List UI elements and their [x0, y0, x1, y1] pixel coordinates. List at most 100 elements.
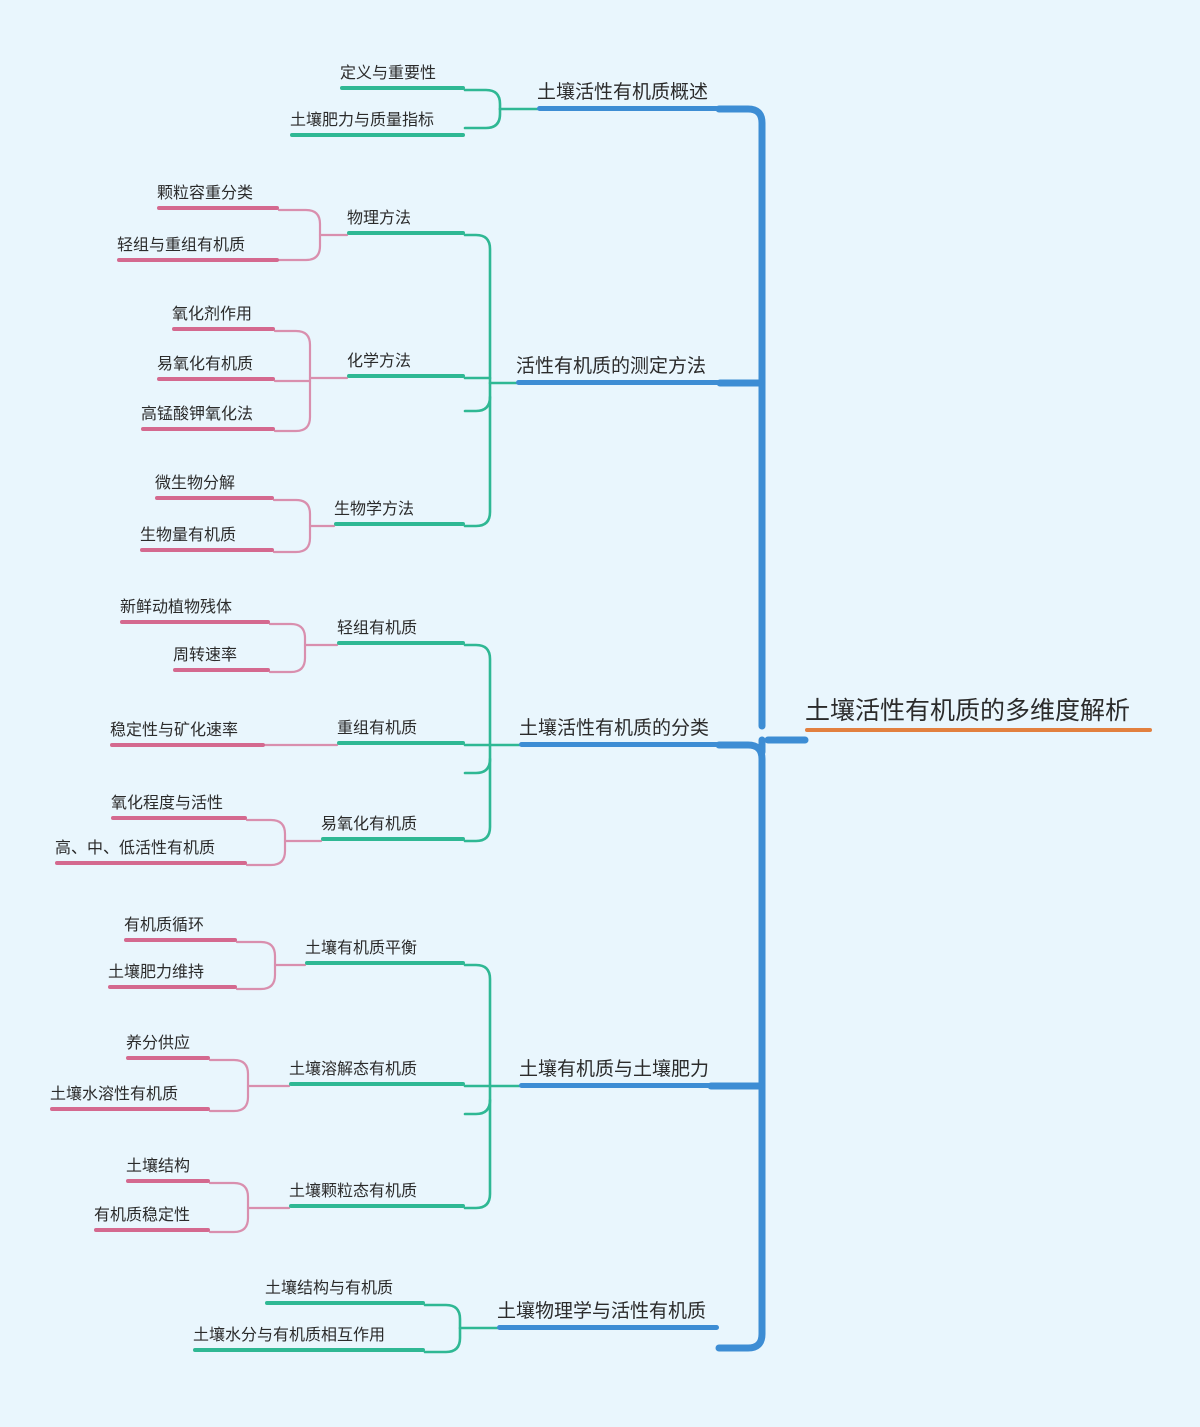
branch-1-child-0-leaf-0-label: 颗粒容重分类 [157, 185, 254, 202]
branch-3-child-2-leaf-0-label: 土壤结构 [126, 1158, 191, 1175]
branch-2-child-0-leaf-0-underline [120, 620, 270, 624]
link-b3-bracket2 [463, 1098, 492, 1210]
branch-3-child-0-underline [305, 961, 465, 965]
branch-2-child-1-label: 重组有机质 [337, 720, 418, 737]
branch-node-4-label: 土壤物理学与活性有机质 [497, 1301, 707, 1322]
link-b1-bracket [463, 233, 492, 413]
link-b2-bracket2 [463, 757, 492, 843]
branch-node-3[interactable]: 土壤有机质与土壤肥力 [519, 1060, 711, 1093]
branch-node-1-label: 活性有机质的测定方法 [516, 356, 707, 377]
branch-2-child-2-leaf-0-underline [111, 816, 247, 820]
branch-0-child-1-label: 土壤肥力与质量指标 [290, 112, 435, 129]
branch-1-child-0-leaf-0[interactable]: 颗粒容重分类 [157, 186, 279, 215]
branch-2-child-0-leaf-1-underline [173, 668, 270, 672]
branch-2-child-2-leaf-1[interactable]: 高、中、低活性有机质 [55, 841, 247, 870]
branch-2-child-1-leaf-0-underline [110, 743, 265, 747]
link-b2c2-bracket [245, 818, 287, 867]
branch-3-child-0[interactable]: 土壤有机质平衡 [305, 941, 465, 970]
link-spine-upper [715, 105, 766, 730]
branch-1-child-1[interactable]: 化学方法 [347, 354, 465, 383]
branch-1-child-0-leaf-1-label: 轻组与重组有机质 [117, 237, 246, 254]
branch-2-child-0-leaf-0[interactable]: 新鲜动植物残体 [120, 600, 270, 629]
branch-1-child-0-underline [347, 231, 465, 235]
branch-1-child-2[interactable]: 生物学方法 [334, 502, 465, 531]
branch-1-child-1-leaf-2[interactable]: 高锰酸钾氧化法 [141, 407, 275, 436]
branch-1-child-1-leaf-1-label: 易氧化有机质 [157, 356, 254, 373]
root-node-underline [805, 728, 1152, 732]
branch-node-0-label: 土壤活性有机质概述 [537, 82, 709, 103]
root-node[interactable]: 土壤活性有机质的多维度解析 [805, 699, 1152, 737]
branch-1-child-1-leaf-2-underline [141, 427, 275, 431]
branch-2-child-2[interactable]: 易氧化有机质 [321, 817, 465, 846]
branch-3-child-2-leaf-0-underline [126, 1179, 210, 1183]
branch-3-child-1-leaf-0-underline [126, 1056, 210, 1060]
branch-2-child-1-leaf-0[interactable]: 稳定性与矿化速率 [110, 723, 265, 752]
branch-3-child-2-leaf-1-label: 有机质稳定性 [94, 1207, 191, 1224]
branch-node-3-underline [519, 1083, 711, 1088]
branch-node-0-underline [537, 106, 719, 111]
branch-1-child-1-leaf-1-underline [157, 377, 275, 381]
branch-1-child-2-leaf-1[interactable]: 生物量有机质 [140, 528, 274, 557]
branch-1-child-2-leaf-0[interactable]: 微生物分解 [155, 476, 274, 505]
branch-node-2[interactable]: 土壤活性有机质的分类 [519, 719, 719, 752]
link-b3-bracket [463, 963, 492, 1116]
branch-3-child-0-leaf-1[interactable]: 土壤肥力维持 [108, 965, 237, 994]
root-node-label: 土壤活性有机质的多维度解析 [805, 697, 1131, 725]
branch-node-3-label: 土壤有机质与土壤肥力 [519, 1059, 710, 1080]
branch-4-child-0[interactable]: 土壤结构与有机质 [265, 1281, 425, 1310]
branch-1-child-2-leaf-1-underline [140, 548, 274, 552]
branch-2-child-2-leaf-0-label: 氧化程度与活性 [111, 795, 224, 812]
branch-3-child-1-leaf-1-label: 土壤水溶性有机质 [50, 1086, 179, 1103]
branch-3-child-1[interactable]: 土壤溶解态有机质 [289, 1062, 465, 1091]
branch-3-child-1-leaf-0[interactable]: 养分供应 [126, 1036, 210, 1065]
branch-node-4[interactable]: 土壤物理学与活性有机质 [497, 1302, 719, 1335]
branch-3-child-1-label: 土壤溶解态有机质 [289, 1061, 418, 1078]
branch-3-child-0-leaf-0-label: 有机质循环 [124, 917, 205, 934]
branch-1-child-1-leaf-0-label: 氧化剂作用 [172, 306, 253, 323]
branch-4-child-1[interactable]: 土壤水分与有机质相互作用 [193, 1328, 425, 1357]
branch-1-child-1-leaf-0-underline [172, 327, 275, 331]
branch-node-0[interactable]: 土壤活性有机质概述 [537, 83, 719, 116]
link-b3c2-bracket [208, 1181, 250, 1234]
branch-3-child-2-leaf-1-underline [94, 1228, 210, 1232]
branch-3-child-2-leaf-0[interactable]: 土壤结构 [126, 1159, 210, 1188]
branch-3-child-0-leaf-1-underline [108, 985, 237, 989]
branch-3-child-1-leaf-1-underline [50, 1107, 210, 1111]
branch-2-child-0[interactable]: 轻组有机质 [337, 621, 465, 650]
branch-node-2-label: 土壤活性有机质的分类 [519, 718, 710, 739]
branch-3-child-0-leaf-0-underline [124, 938, 237, 942]
branch-3-child-2-leaf-1[interactable]: 有机质稳定性 [94, 1208, 210, 1237]
branch-1-child-1-leaf-1[interactable]: 易氧化有机质 [157, 357, 275, 386]
link-b3c0-bracket [235, 940, 277, 991]
branch-3-child-0-leaf-1-label: 土壤肥力维持 [108, 964, 205, 981]
branch-2-child-2-label: 易氧化有机质 [321, 816, 418, 833]
branch-1-child-2-leaf-0-underline [155, 496, 274, 500]
branch-1-child-2-leaf-1-label: 生物量有机质 [140, 527, 237, 544]
link-b4-bracket [423, 1303, 462, 1354]
branch-1-child-1-underline [347, 374, 465, 378]
branch-2-child-0-label: 轻组有机质 [337, 620, 418, 637]
branch-1-child-0[interactable]: 物理方法 [347, 211, 465, 240]
branch-1-child-0-leaf-1-underline [117, 258, 279, 262]
branch-1-child-0-label: 物理方法 [347, 210, 412, 227]
branch-4-child-1-label: 土壤水分与有机质相互作用 [193, 1327, 386, 1344]
branch-0-child-1[interactable]: 土壤肥力与质量指标 [290, 113, 465, 142]
branch-2-child-0-leaf-1[interactable]: 周转速率 [173, 648, 270, 677]
branch-1-child-1-leaf-0[interactable]: 氧化剂作用 [172, 307, 275, 336]
link-b1c2-bracket [272, 498, 312, 554]
branch-2-child-0-underline [337, 641, 465, 645]
branch-2-child-1[interactable]: 重组有机质 [337, 721, 465, 750]
branch-0-child-0[interactable]: 定义与重要性 [340, 66, 465, 95]
branch-3-child-2[interactable]: 土壤颗粒态有机质 [289, 1184, 465, 1213]
branch-2-child-2-leaf-0[interactable]: 氧化程度与活性 [111, 796, 247, 825]
branch-2-child-2-underline [321, 837, 465, 841]
branch-2-child-0-leaf-1-label: 周转速率 [173, 647, 238, 664]
branch-1-child-0-leaf-1[interactable]: 轻组与重组有机质 [117, 238, 279, 267]
branch-3-child-1-leaf-1[interactable]: 土壤水溶性有机质 [50, 1087, 210, 1116]
branch-4-child-0-underline [265, 1301, 425, 1305]
branch-3-child-0-leaf-0[interactable]: 有机质循环 [124, 918, 237, 947]
branch-node-1[interactable]: 活性有机质的测定方法 [516, 357, 720, 390]
branch-1-child-1-label: 化学方法 [347, 353, 412, 370]
branch-4-child-0-label: 土壤结构与有机质 [265, 1280, 394, 1297]
